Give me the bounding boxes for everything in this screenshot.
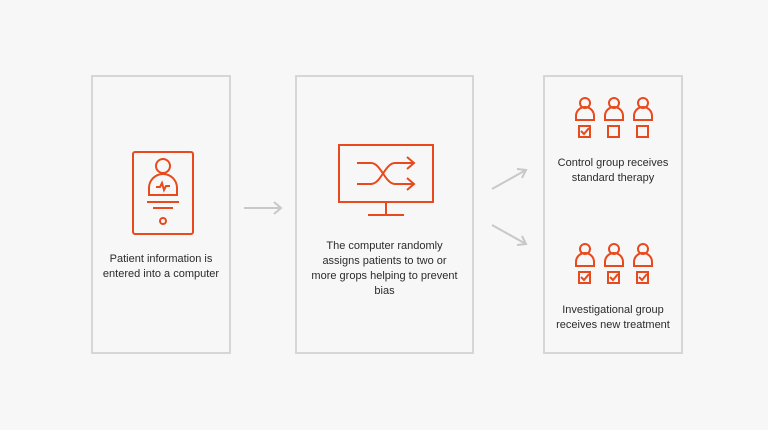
group-caption-investigational: Investigational group receives new treat… xyxy=(556,304,670,331)
people-group-icon xyxy=(575,243,653,284)
step-panel-randomization: The computer randomly assigns patients t… xyxy=(295,75,474,354)
groups-panel: Control group receives standard therapy xyxy=(543,75,683,354)
patient-record-icon xyxy=(132,151,194,235)
arrow-right-icon xyxy=(244,201,283,215)
people-group-icon xyxy=(575,97,653,138)
group-caption-control: Control group receives standard therapy xyxy=(557,157,669,184)
monitor-shuffle-icon xyxy=(338,144,434,216)
step-caption-patient-info: Patient information is entered into a co… xyxy=(102,253,220,280)
arrow-up-right-icon xyxy=(491,168,528,190)
step-panel-patient-info: Patient information is entered into a co… xyxy=(91,75,231,354)
step-caption-randomization: The computer randomly assigns patients t… xyxy=(311,240,458,297)
arrow-down-right-icon xyxy=(491,224,528,246)
